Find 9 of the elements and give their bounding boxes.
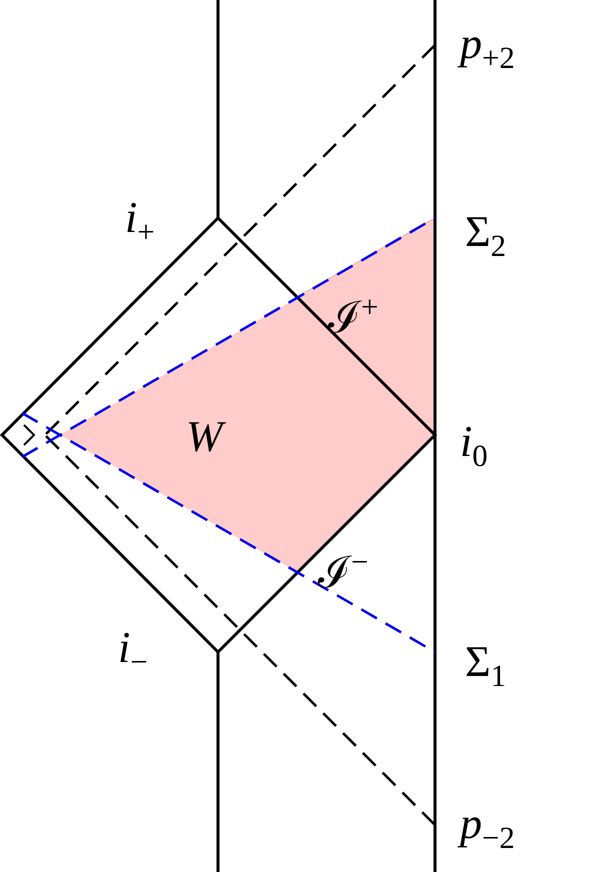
- point-label: Σ$_{1}$: [465, 640, 506, 692]
- point-label: p$_{−2}$: [460, 802, 515, 854]
- point-label: i$_{0}$: [460, 420, 488, 472]
- point-label: ℐ$^{−}$: [318, 547, 368, 596]
- point-label: Σ$_{2}$: [465, 210, 506, 262]
- point-label: i$_{+}$: [125, 196, 155, 248]
- point-label: p$_{+2}$: [460, 22, 515, 74]
- point-label: i$_{−}$: [118, 626, 148, 678]
- point-label: ℐ$^{+}$: [328, 292, 378, 341]
